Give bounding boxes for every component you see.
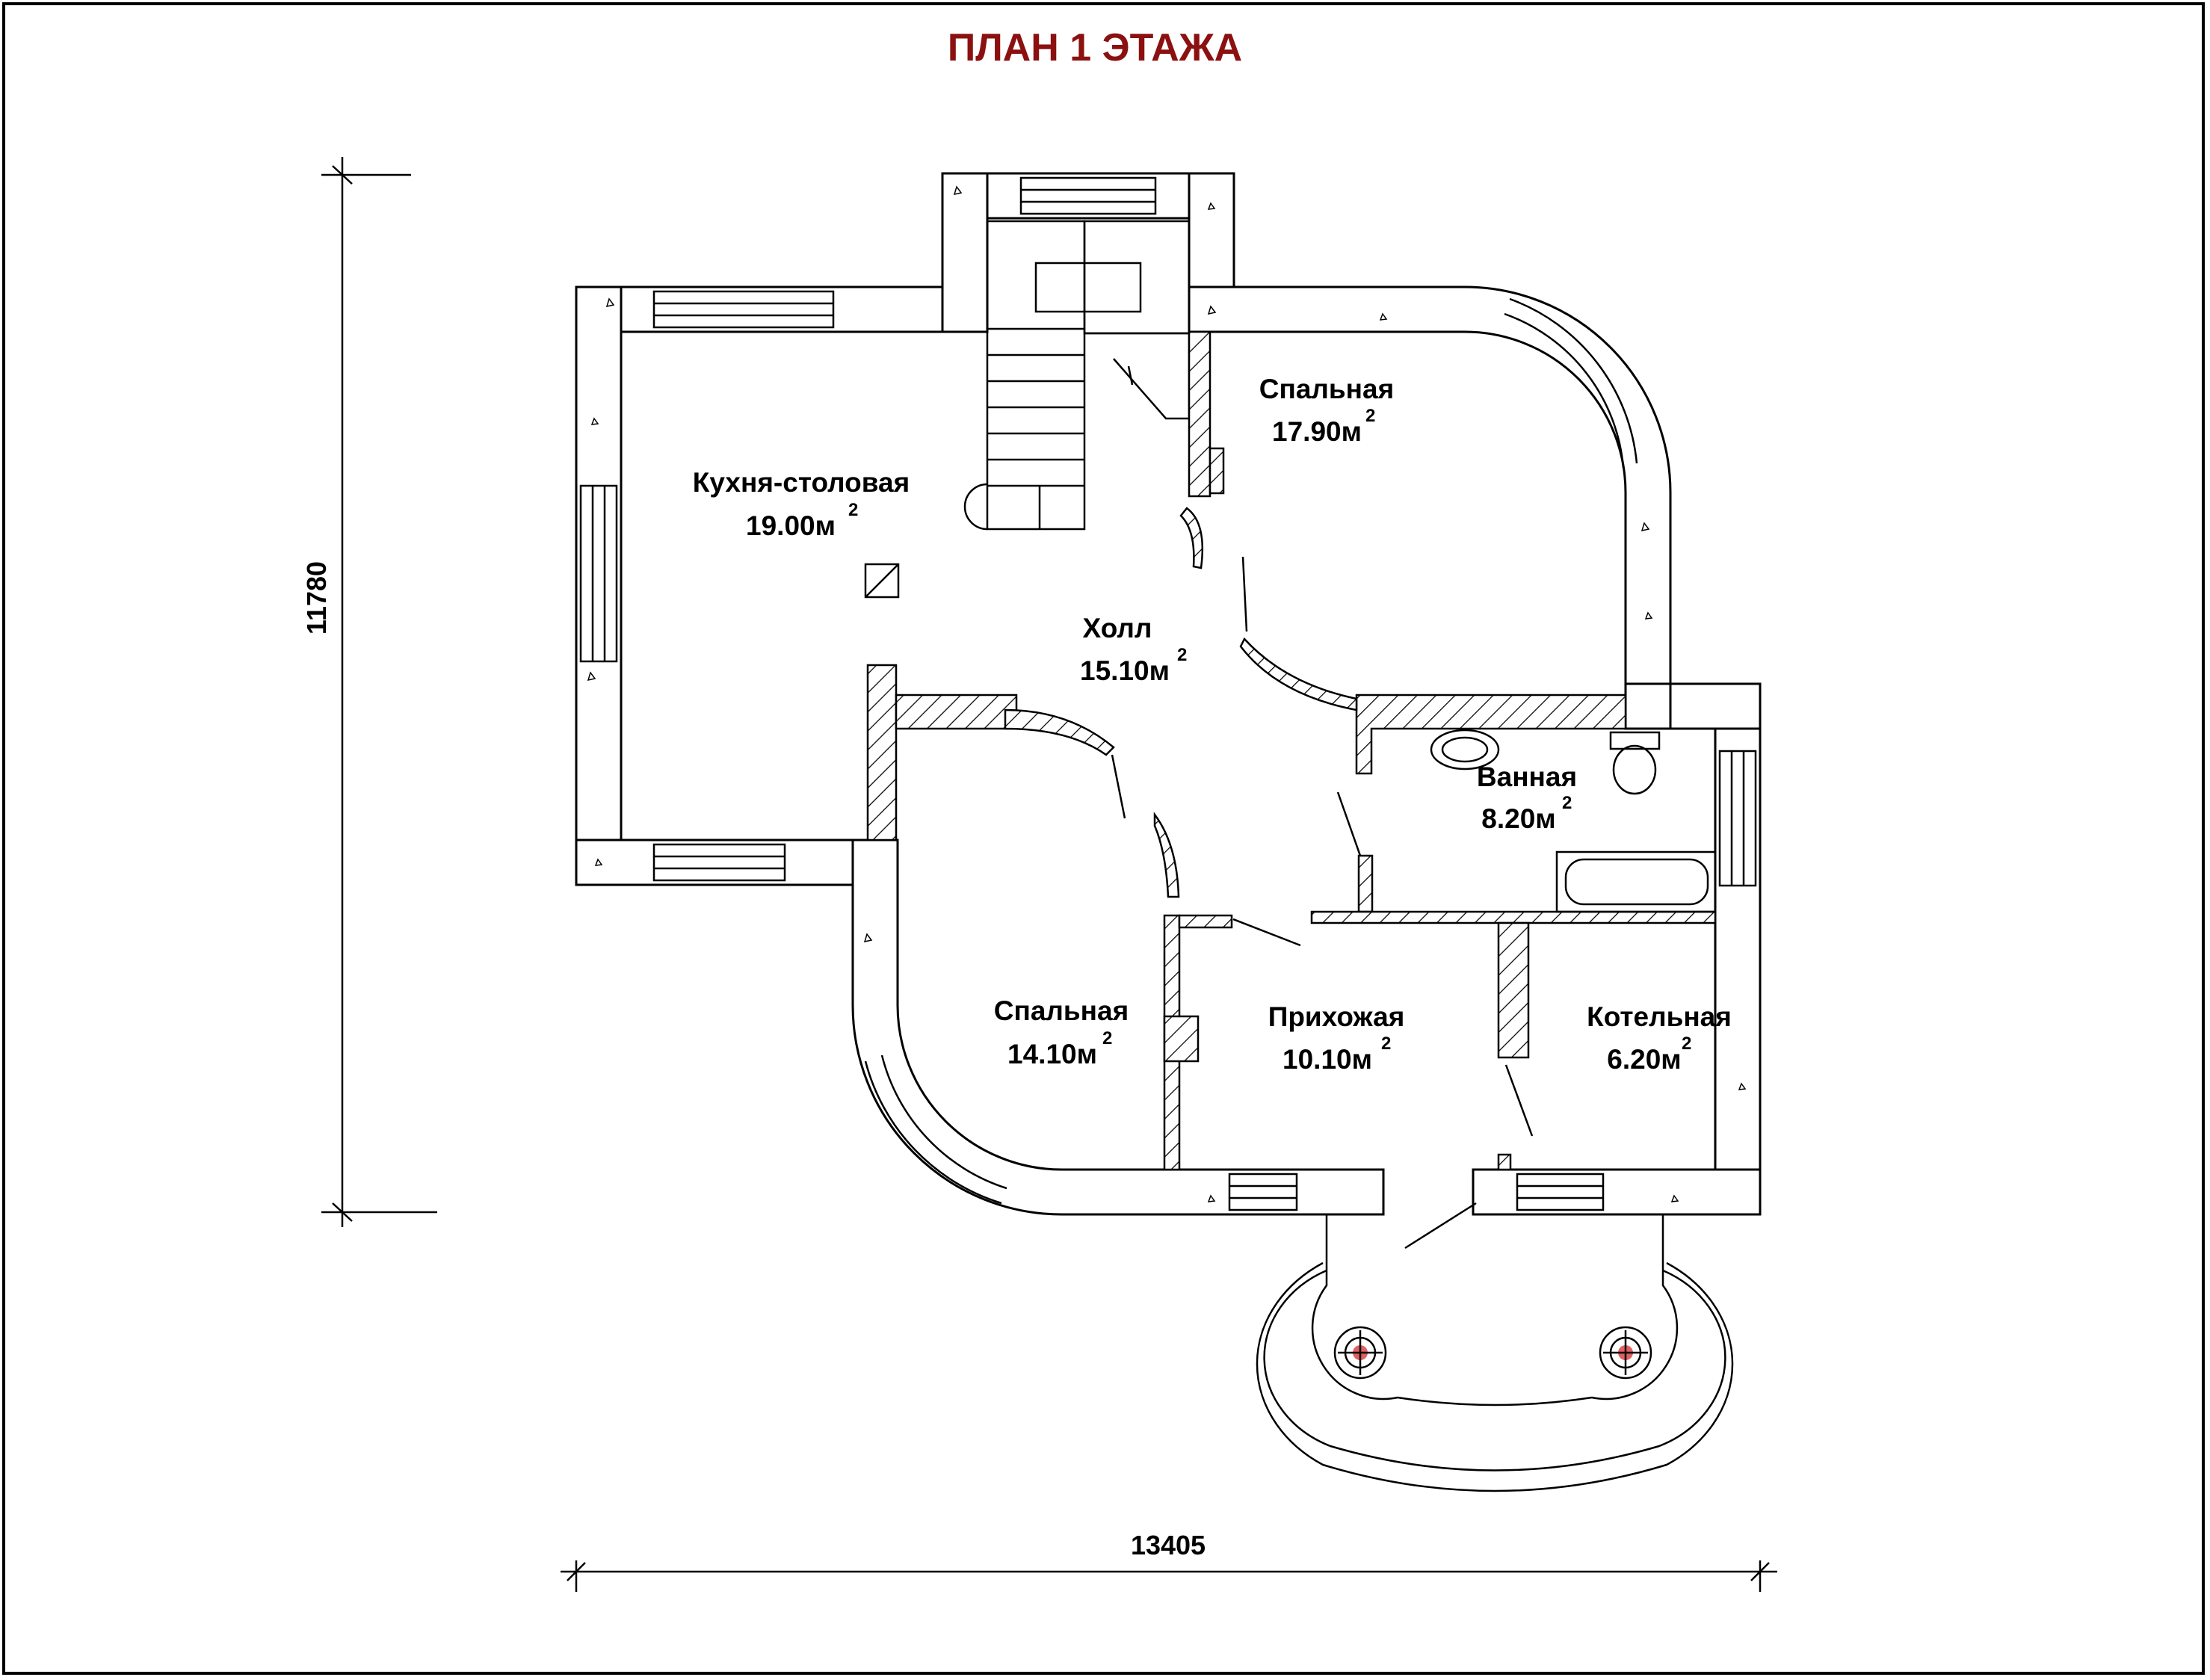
- room-name: Спальная: [1259, 374, 1394, 404]
- dimension-vertical: [321, 157, 437, 1227]
- room-area: 15.10м: [1080, 655, 1170, 686]
- room-area-sup: 2: [1177, 645, 1187, 665]
- partition-boiler-jamb: [1497, 1153, 1512, 1171]
- dimension-width-label: 13405: [1131, 1530, 1206, 1560]
- fixtures: [864, 563, 1717, 913]
- partition-kitchen-south-w: [866, 664, 898, 841]
- porch-outline: [1311, 1214, 1679, 1406]
- partition-bedroom2-niche: [1163, 1015, 1200, 1063]
- toilet-icon: [1609, 731, 1661, 795]
- dimension-horizontal: [561, 1560, 1777, 1592]
- partition-bath-north: [1355, 694, 1627, 775]
- room-name: Спальная: [994, 995, 1129, 1026]
- room-boiler: Котельная 6.20м 2: [1587, 1001, 1732, 1075]
- column-icon-right: [1599, 1326, 1652, 1380]
- room-bedroom-2: Спальная 14.10м 2: [994, 995, 1129, 1069]
- wall-south-boiler: [1472, 1168, 1762, 1216]
- door-swings: [1111, 556, 1534, 1250]
- partition-bath-west: [1357, 854, 1374, 913]
- column-icon-left: [1333, 1326, 1387, 1380]
- partition-stair-east: [1188, 330, 1212, 498]
- windows: [579, 176, 1757, 1211]
- partition-entry-north: [1178, 914, 1233, 929]
- room-bedroom-1: Спальная 17.90м 2: [1259, 374, 1394, 447]
- dimension-height-label: 11780: [301, 561, 332, 634]
- window-bedroom-ne-arc: [1504, 297, 1638, 469]
- room-hall: Холл 15.10м 2: [1080, 613, 1187, 686]
- room-area-sup: 2: [1365, 406, 1375, 426]
- room-bathroom: Ванная 8.20м 2: [1477, 762, 1577, 834]
- window-entry-south: [1228, 1173, 1298, 1211]
- room-area: 17.90м: [1272, 416, 1362, 447]
- wall-east-corner: [1669, 682, 1762, 730]
- window-stair: [1019, 176, 1157, 215]
- bathtub-icon: [1555, 850, 1717, 913]
- room-area: 6.20м: [1607, 1044, 1681, 1075]
- door-arc-bedroom2: [1153, 812, 1180, 898]
- room-area-sup: 2: [1562, 793, 1572, 813]
- staircase: [963, 220, 1191, 531]
- partition-stair-jamb: [1209, 447, 1225, 495]
- window-bath-east: [1718, 750, 1757, 887]
- window-boiler-south: [1516, 1173, 1605, 1211]
- wall-southwest-bedroom: [851, 839, 1385, 1216]
- room-area: 10.10м: [1283, 1044, 1372, 1075]
- wall-stair-left: [941, 172, 989, 333]
- room-kitchen: Кухня-столовая 19.00м 2: [693, 467, 910, 541]
- partition-boiler-west: [1497, 921, 1530, 1059]
- room-name: Прихожая: [1268, 1001, 1405, 1032]
- room-area-sup: 2: [848, 500, 858, 520]
- room-area: 8.20м: [1481, 803, 1555, 834]
- plan-title: ПЛАН 1 ЭТАЖА: [947, 26, 1243, 70]
- partition-kitchen-south: [895, 694, 1018, 730]
- window-kitchen-west: [579, 484, 618, 663]
- sink-icon: [1430, 729, 1500, 770]
- room-entry: Прихожая 10.10м 2: [1268, 1001, 1405, 1075]
- room-name: Котельная: [1587, 1001, 1732, 1032]
- room-name: Холл: [1083, 613, 1152, 643]
- window-kitchen-north: [652, 290, 835, 329]
- chimney-icon-slash: [865, 563, 899, 598]
- door-arc-kitchen: [1004, 708, 1115, 756]
- room-area: 14.10м: [1007, 1039, 1097, 1069]
- wall-north-bedroom: [1188, 285, 1672, 700]
- partitions: [866, 330, 1717, 1171]
- porch: [1256, 1214, 1734, 1492]
- room-name: Кухня-столовая: [693, 467, 910, 498]
- window-bedroom-sw-arc: [864, 1054, 1007, 1205]
- door-arc-bedroom1: [1239, 637, 1358, 711]
- room-area-sup: 2: [1102, 1028, 1112, 1049]
- room-name: Ванная: [1477, 762, 1577, 792]
- room-area: 19.00м: [746, 510, 836, 541]
- room-area-sup: 2: [1682, 1034, 1691, 1054]
- door-arc-stair: [1179, 507, 1204, 569]
- window-kitchen-south: [652, 843, 786, 882]
- partition-bath-south: [1310, 910, 1717, 924]
- room-area-sup: 2: [1381, 1034, 1391, 1054]
- chimney-icon: [864, 563, 900, 599]
